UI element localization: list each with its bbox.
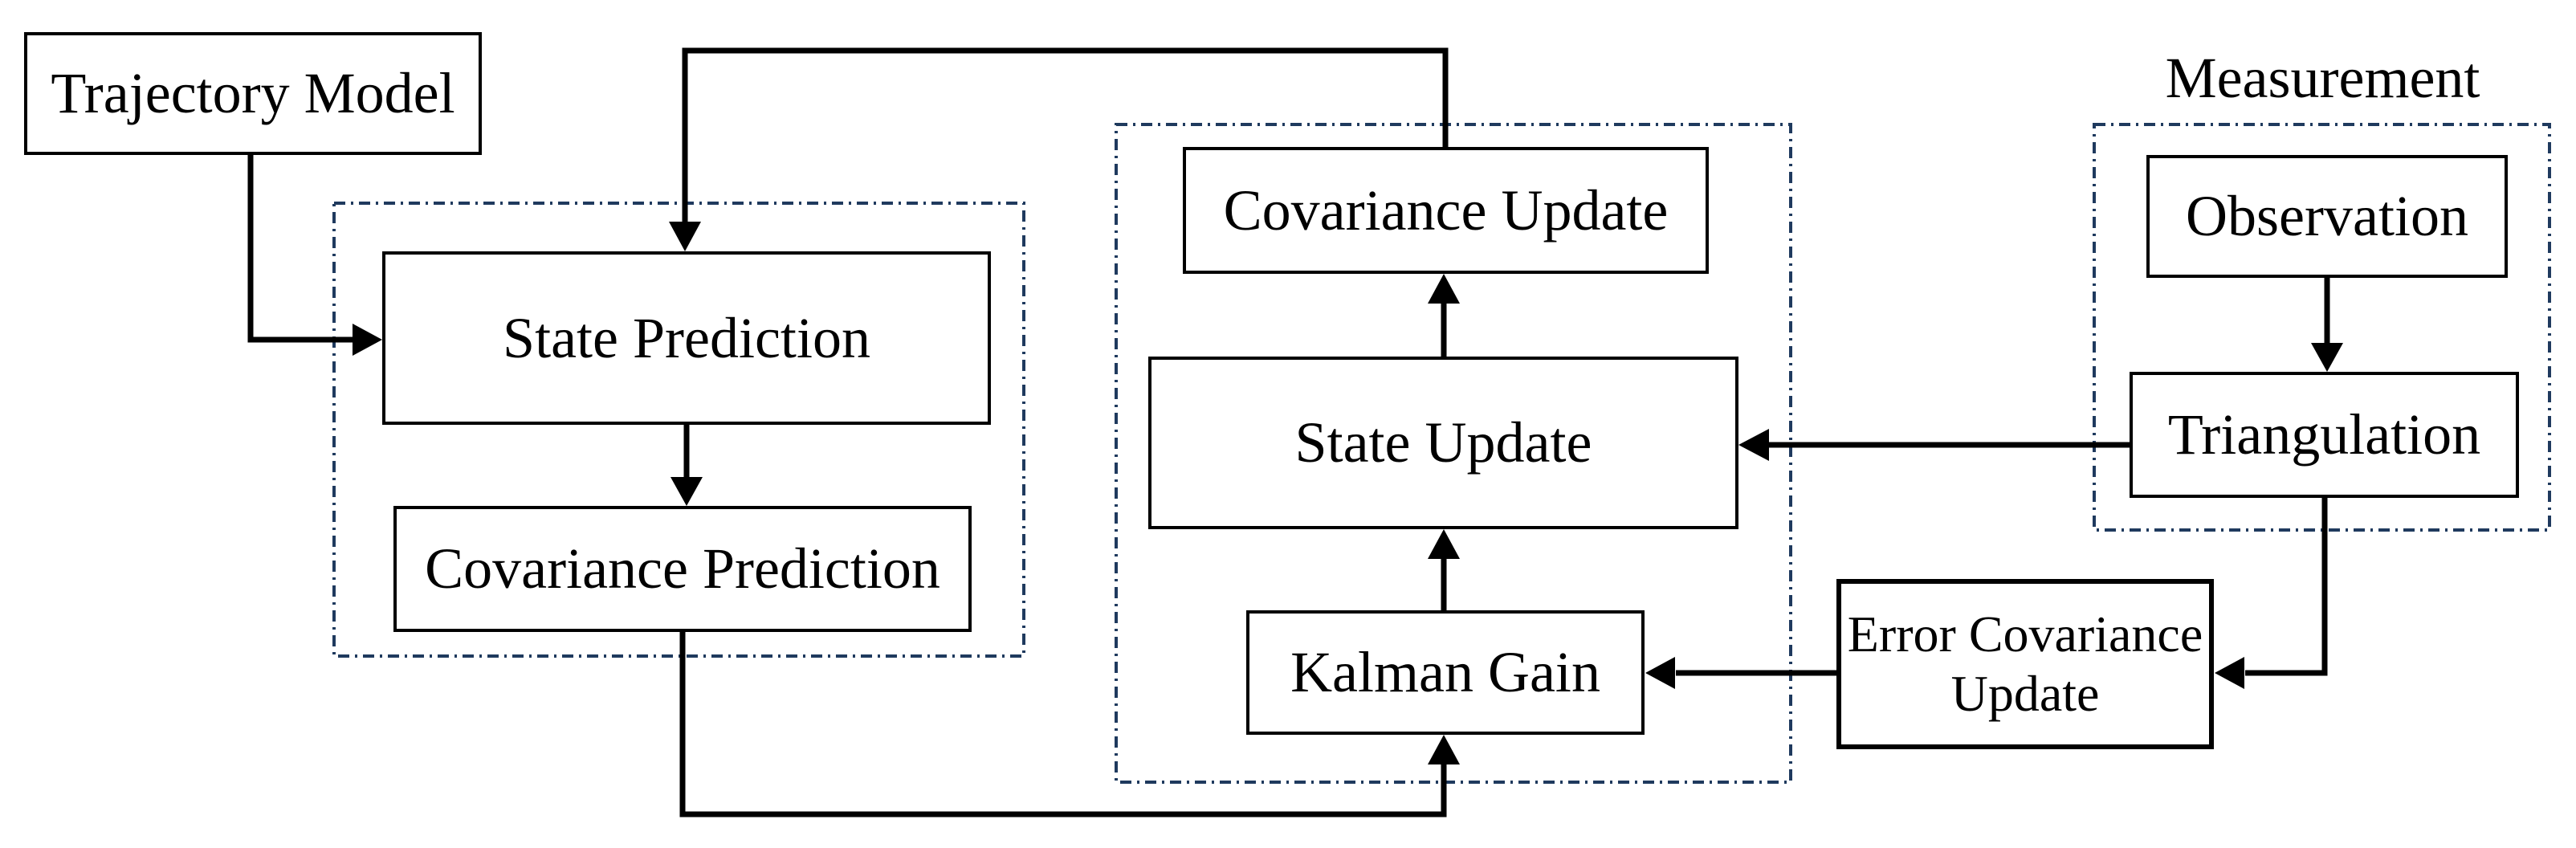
node-state-update: State Update [1148, 357, 1738, 529]
arrowhead-up-icon [1428, 735, 1460, 764]
arrow-triangulation-to-error-covariance-update [2215, 497, 2328, 689]
node-trajectory-model: Trajectory Model [24, 32, 482, 155]
arrow-trajectory-model-to-state-prediction [247, 154, 382, 356]
connector-line [247, 154, 354, 343]
arrowhead-left-icon [1738, 429, 1769, 461]
node-covariance-update: Covariance Update [1183, 147, 1709, 274]
connector-line [2245, 497, 2328, 676]
arrow-covariance-update-to-state-prediction [669, 47, 1449, 251]
arrowhead-left-icon [2215, 657, 2244, 689]
arrow-state-update-to-covariance-update [1428, 274, 1460, 357]
arrowhead-left-icon [1645, 657, 1675, 689]
arrowhead-down-icon [670, 477, 703, 506]
arrow-covariance-prediction-to-kalman-gain [679, 631, 1460, 817]
node-kalman-gain: Kalman Gain [1246, 610, 1645, 735]
arrowhead-down-icon [669, 222, 701, 251]
connector-line [682, 47, 1449, 222]
node-state-prediction: State Prediction [382, 251, 991, 425]
node-covariance-prediction: Covariance Prediction [393, 506, 972, 632]
arrow-observation-to-triangulation [2311, 277, 2343, 372]
node-error-covariance-update: Error Covariance Update [1836, 579, 2214, 749]
prediction-group-border [332, 202, 1025, 658]
connector-line [679, 631, 1447, 817]
arrowhead-up-icon [1428, 274, 1460, 304]
arrow-state-prediction-to-covariance-prediction [670, 424, 703, 506]
arrow-error-covariance-update-to-kalman-gain [1645, 657, 1837, 689]
node-observation: Observation [2146, 155, 2508, 278]
arrowhead-right-icon [353, 324, 382, 356]
arrowhead-up-icon [1428, 529, 1460, 559]
node-triangulation: Triangulation [2130, 372, 2519, 498]
measurement-group-label: Measurement [2165, 46, 2480, 110]
arrow-kalman-gain-to-state-update [1428, 529, 1460, 611]
update-group-border [1115, 123, 1792, 784]
arrow-triangulation-to-state-update [1738, 429, 2130, 461]
arrowhead-down-icon [2311, 343, 2343, 372]
